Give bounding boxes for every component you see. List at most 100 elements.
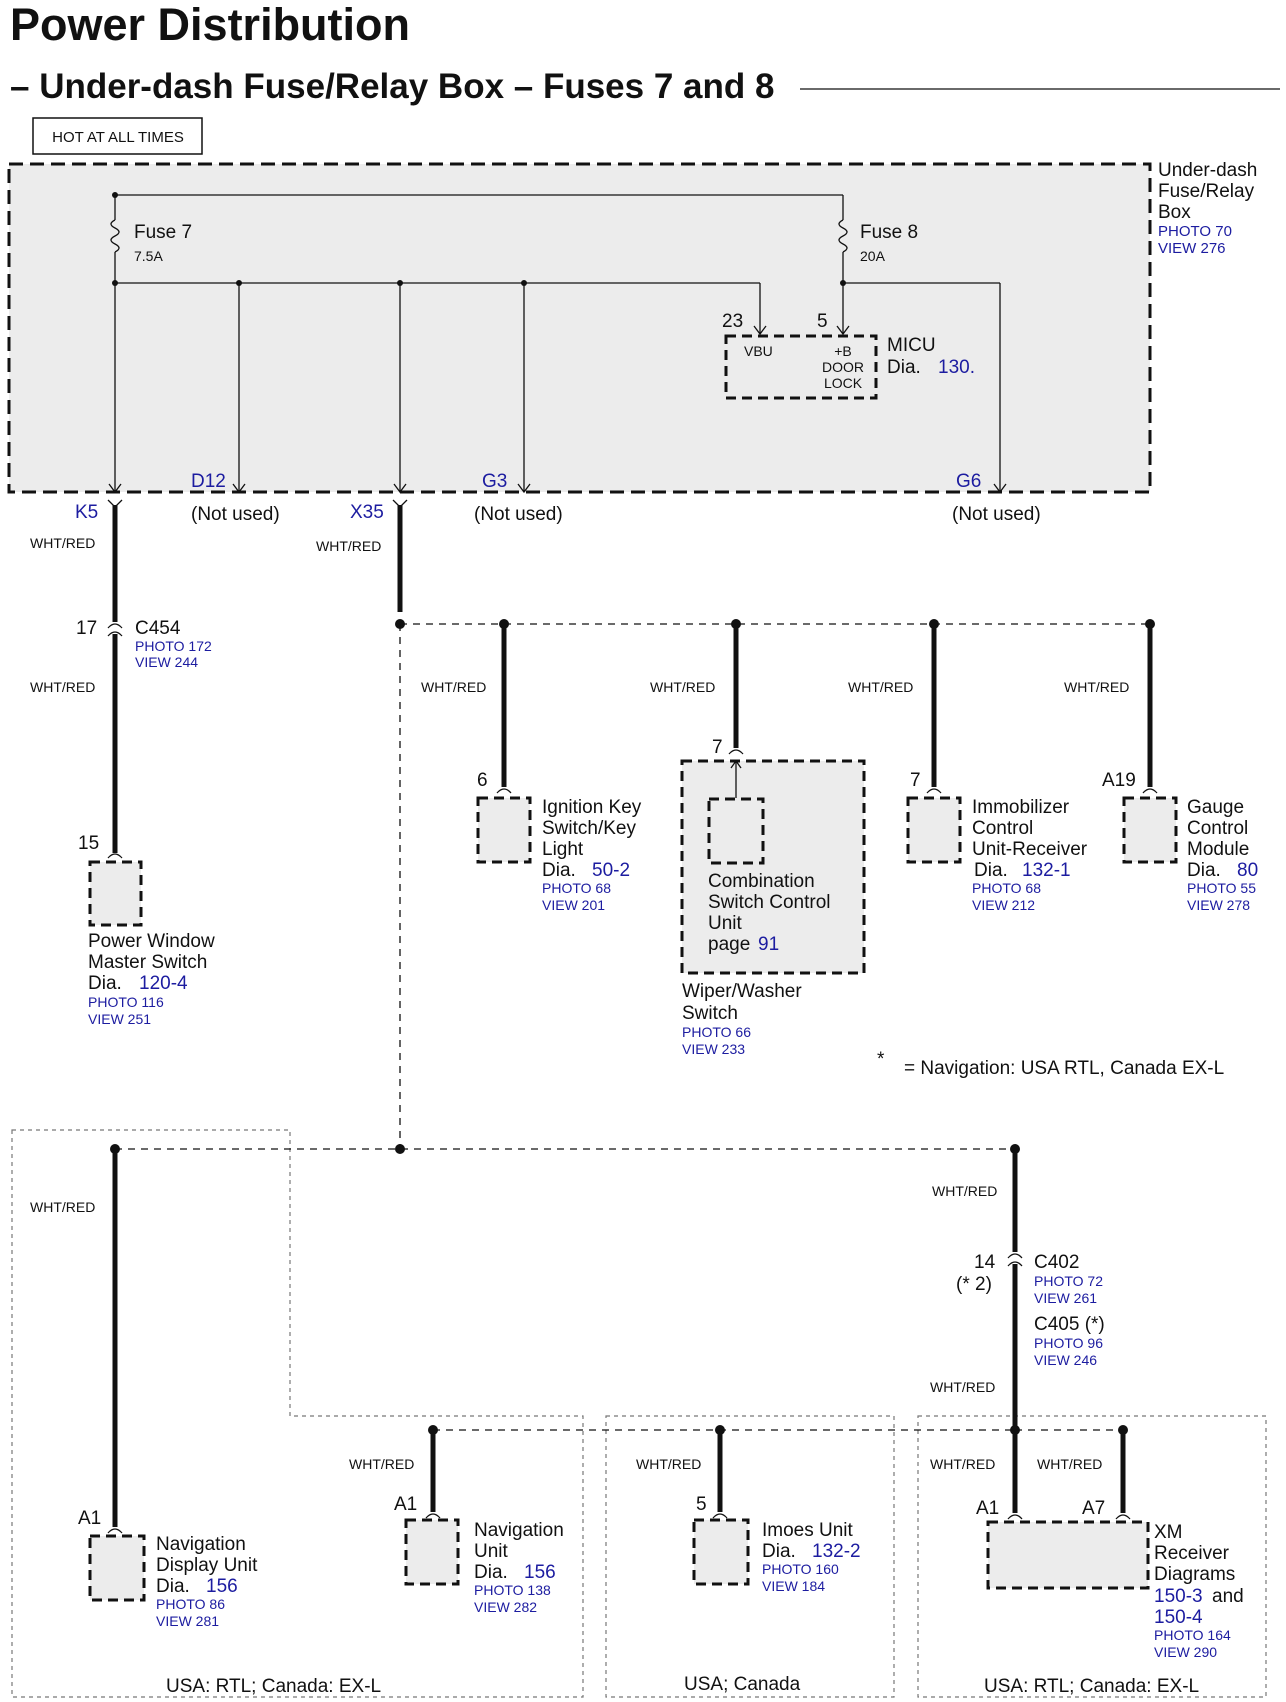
- wire-color-imoes: WHT/RED: [636, 1456, 701, 1472]
- navigation-unit: [404, 1518, 460, 1586]
- ignition-line2: Switch/Key: [542, 818, 636, 839]
- c405-name: C405 (*): [1034, 1314, 1105, 1335]
- wire-color-nav-display: WHT/RED: [30, 1199, 95, 1215]
- gauge-line3: Module: [1187, 839, 1249, 860]
- xm-line2: Receiver: [1154, 1543, 1230, 1564]
- fusebox-name-2: Fuse/Relay: [1158, 181, 1255, 202]
- nav-unit-pin: A1: [394, 1494, 417, 1515]
- immobilizer-photo: PHOTO 68: [972, 880, 1041, 896]
- xm-dia2-link[interactable]: 150-4: [1154, 1607, 1203, 1628]
- wire-color-xm-a1: WHT/RED: [930, 1456, 995, 1472]
- wire-color-immobilizer: WHT/RED: [848, 679, 913, 695]
- c402-pin: 14: [974, 1252, 996, 1273]
- imoes-dia-prefix: Dia.: [762, 1541, 796, 1562]
- gauge-dia-link[interactable]: 80: [1237, 860, 1258, 881]
- ignition-pin: 6: [477, 770, 488, 791]
- fuse8-name: Fuse 8: [860, 222, 918, 243]
- nav-display-line1: Navigation: [156, 1534, 246, 1555]
- c454-pin: 17: [76, 618, 97, 639]
- micu-dia-link[interactable]: 130.: [938, 357, 975, 378]
- combination-line3: Unit: [708, 913, 743, 934]
- c402-photo: PHOTO 72: [1034, 1273, 1103, 1289]
- wire-color-c454: WHT/RED: [30, 679, 95, 695]
- terminal-d12: D12: [191, 471, 226, 492]
- micu-vbu: VBU: [744, 343, 773, 359]
- ignition-switch: [476, 796, 532, 864]
- nav-unit-dia-prefix: Dia.: [474, 1562, 508, 1583]
- micu-b-1: +B: [834, 343, 852, 359]
- immobilizer-line2: Control: [972, 818, 1033, 839]
- wire-color-nav-unit: WHT/RED: [349, 1456, 414, 1472]
- power-window-line1: Power Window: [88, 931, 215, 952]
- gauge-dia-prefix: Dia.: [1187, 860, 1221, 881]
- hot-label-box: [32, 117, 203, 155]
- wire-color-x35: WHT/RED: [316, 538, 381, 554]
- c405-photo: PHOTO 96: [1034, 1335, 1103, 1351]
- combination-line1: Combination: [708, 871, 815, 892]
- c454-name: C454: [135, 618, 181, 639]
- power-window-view: VIEW 251: [88, 1011, 151, 1027]
- nav-display-photo: PHOTO 86: [156, 1596, 225, 1612]
- xm-dia1-link[interactable]: 150-3: [1154, 1586, 1203, 1607]
- note-star: *: [877, 1049, 885, 1070]
- combination-switch-unit: [707, 797, 765, 865]
- fusebox-name-3: Box: [1158, 202, 1191, 223]
- gauge-view: VIEW 278: [1187, 897, 1250, 913]
- ignition-view: VIEW 201: [542, 897, 605, 913]
- xm-view: VIEW 290: [1154, 1644, 1217, 1660]
- fuse8-symbol: [838, 219, 848, 253]
- region-left-label: USA: RTL; Canada: EX-L: [166, 1676, 381, 1697]
- terminal-x35: X35: [350, 502, 384, 523]
- fusebox-photo: PHOTO 70: [1158, 223, 1232, 240]
- xm-photo: PHOTO 164: [1154, 1627, 1231, 1643]
- xm-line1: XM: [1154, 1522, 1183, 1543]
- micu-pin-b: 5: [817, 311, 828, 332]
- combination-pin: 7: [712, 737, 723, 758]
- c405-view: VIEW 246: [1034, 1352, 1097, 1368]
- gauge-photo: PHOTO 55: [1187, 880, 1256, 896]
- imoes-line1: Imoes Unit: [762, 1520, 854, 1541]
- imoes-unit: [692, 1518, 750, 1586]
- region-right-label: USA: RTL; Canada: EX-L: [984, 1676, 1199, 1697]
- immobilizer-unit: [906, 796, 962, 864]
- nav-display-pin: A1: [78, 1508, 101, 1529]
- region-right-outline: [917, 1415, 1267, 1698]
- combination-line2: Switch Control: [708, 892, 831, 913]
- hot-label: HOT AT ALL TIMES: [52, 129, 184, 146]
- imoes-pin: 5: [696, 1494, 707, 1515]
- imoes-view: VIEW 184: [762, 1578, 825, 1594]
- combination-page-link[interactable]: 91: [758, 934, 779, 955]
- immobilizer-line3: Unit-Receiver: [972, 839, 1088, 860]
- imoes-dia-link[interactable]: 132-2: [812, 1541, 861, 1562]
- wire-color-c402-top: WHT/RED: [932, 1183, 997, 1199]
- gauge-line1: Gauge: [1187, 797, 1244, 818]
- ignition-dia-link[interactable]: 50-2: [592, 860, 630, 881]
- gauge-pin: A19: [1102, 770, 1136, 791]
- nav-unit-photo: PHOTO 138: [474, 1582, 551, 1598]
- wiper-photo: PHOTO 66: [682, 1024, 751, 1040]
- page-title: Power Distribution: [10, 0, 410, 50]
- wire-color-gauge: WHT/RED: [1064, 679, 1129, 695]
- note-text: = Navigation: USA RTL, Canada EX-L: [904, 1058, 1224, 1079]
- c454-view: VIEW 244: [135, 654, 198, 670]
- nav-unit-dia-link[interactable]: 156: [524, 1562, 556, 1583]
- power-window-dia-link[interactable]: 120-4: [139, 973, 188, 994]
- xm-pin-a7: A7: [1082, 1498, 1105, 1519]
- power-window-photo: PHOTO 116: [88, 994, 164, 1010]
- xm-line3: Diagrams: [1154, 1564, 1235, 1585]
- wire-color-xm-a7: WHT/RED: [1037, 1456, 1102, 1472]
- immobilizer-dia-link[interactable]: 132-1: [1022, 860, 1071, 881]
- power-window-line2: Master Switch: [88, 952, 207, 973]
- c454-photo: PHOTO 172: [135, 638, 212, 654]
- nav-unit-line2: Unit: [474, 1541, 509, 1562]
- wiper-view: VIEW 233: [682, 1041, 745, 1057]
- wire-color-k5: WHT/RED: [30, 535, 95, 551]
- nav-display-dia-link[interactable]: 156: [206, 1576, 238, 1597]
- ignition-photo: PHOTO 68: [542, 880, 611, 896]
- fusebox-view: VIEW 276: [1158, 240, 1226, 257]
- power-window-pin: 15: [78, 833, 99, 854]
- g3-not-used: (Not used): [474, 504, 563, 525]
- wire-color-combination: WHT/RED: [650, 679, 715, 695]
- micu-pin-vbu: 23: [722, 311, 743, 332]
